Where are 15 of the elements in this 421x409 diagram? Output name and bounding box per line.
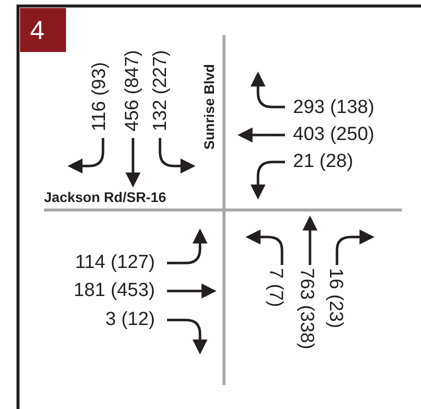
volume-label: 456 (847): [123, 50, 143, 131]
volume-label: 7 (7): [265, 268, 285, 308]
volume-label: 114 (127): [75, 253, 155, 273]
volume-label: 21 (28): [293, 152, 354, 172]
volume-label: 293 (138): [293, 98, 374, 118]
street-name: Jackson Rd/SR-16: [44, 190, 166, 205]
volume-label: 403 (250): [293, 125, 374, 145]
volume-label: 116 (93): [90, 62, 110, 131]
volume-label: 16 (23): [325, 268, 345, 328]
volume-label: 132 (227): [151, 50, 171, 131]
volume-label: 763 (338): [296, 268, 316, 350]
figure-number: 4: [20, 8, 66, 52]
street-name: Sunrise Blvd: [202, 64, 217, 150]
volume-label: 3 (12): [105, 310, 155, 330]
volume-label: 181 (453): [74, 281, 155, 301]
